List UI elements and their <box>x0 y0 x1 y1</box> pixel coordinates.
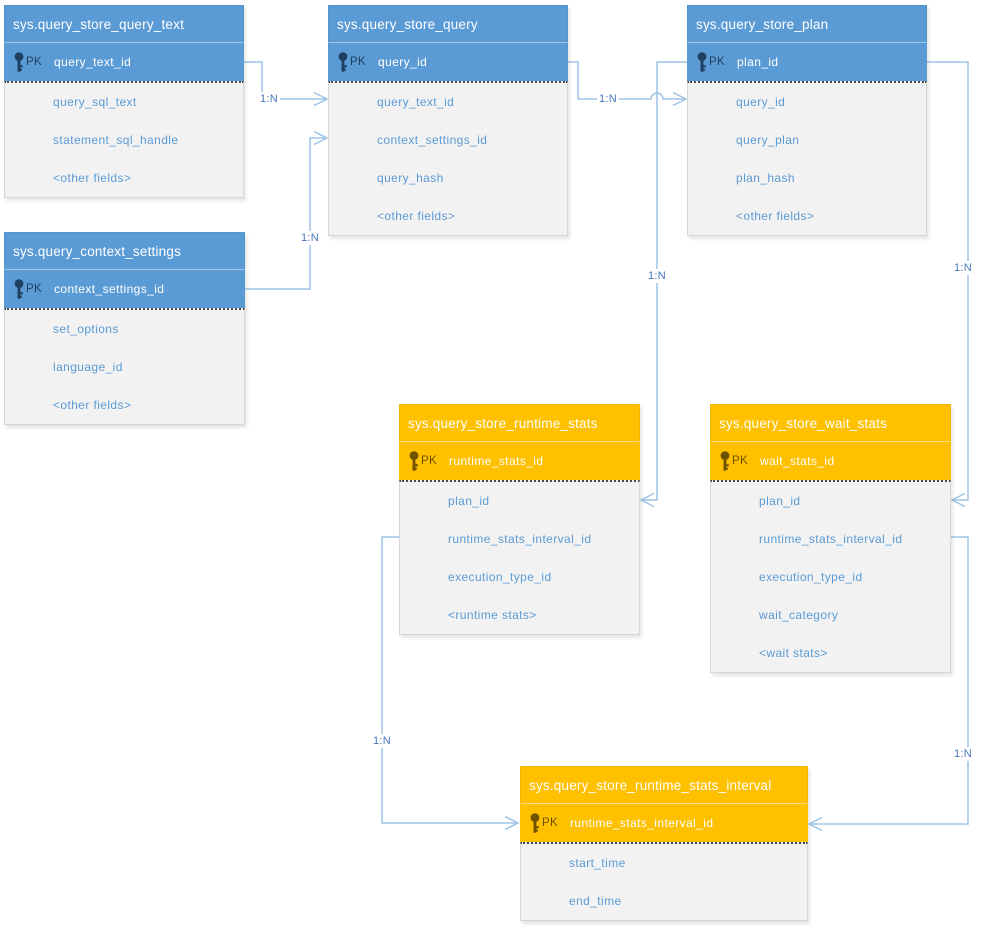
primary-key-row: PK context_settings_id <box>4 270 245 308</box>
pk-field-name: context_settings_id <box>54 282 165 296</box>
relation-plan-to-waitstats <box>927 61 969 508</box>
entity-field-list: plan_id runtime_stats_interval_id executio… <box>710 480 951 673</box>
entity-title: sys.query_store_runtime_stats_interval <box>520 766 808 804</box>
entity-field-list: query_sql_text statement_sql_handle <other… <box>4 81 244 198</box>
primary-key-icon <box>337 52 350 73</box>
pk-field-name: query_id <box>378 55 428 69</box>
relation-waitstats-to-interval <box>807 536 969 832</box>
entity-field-list: query_text_id context_settings_id query_ha… <box>328 81 568 236</box>
entity-title: sys.query_store_runtime_stats <box>399 404 640 442</box>
primary-key-row: PK query_text_id <box>4 43 244 81</box>
entity-title: sys.query_store_wait_stats <box>710 404 951 442</box>
field-row: plan_id <box>448 494 490 508</box>
field-row: end_time <box>569 894 622 908</box>
pk-field-name: runtime_stats_id <box>449 454 544 468</box>
relation-arrowhead-icon <box>313 91 329 107</box>
field-row: start_time <box>569 856 626 870</box>
primary-key-row: PK query_id <box>328 43 568 81</box>
relation-cardinality-label: 1:N <box>257 92 281 106</box>
field-row: query_sql_text <box>53 95 137 109</box>
pk-field-name: runtime_stats_interval_id <box>570 816 714 830</box>
relation-arrowhead-icon <box>950 492 966 508</box>
field-row: wait_category <box>759 608 839 622</box>
primary-key-row: PK wait_stats_id <box>710 442 951 480</box>
relation-plan-to-runtimestats <box>639 61 687 508</box>
field-row: <wait stats> <box>759 646 828 660</box>
field-row: plan_id <box>759 494 801 508</box>
entity-title: sys.query_store_query <box>328 5 568 43</box>
relation-cardinality-label: 1:N <box>951 747 975 761</box>
pk-tag-label: PK <box>421 455 437 467</box>
entity-field-list: start_time end_time <box>520 842 808 921</box>
field-row: language_id <box>53 360 123 374</box>
primary-key-row: PK runtime_stats_id <box>399 442 640 480</box>
primary-key-icon <box>13 52 26 73</box>
entity-title: sys.query_store_query_text <box>4 5 244 43</box>
relation-arrowhead-icon <box>807 816 823 832</box>
relation-cardinality-label: 1:N <box>298 231 322 245</box>
relation-arrowhead-icon <box>672 91 688 107</box>
relation-cardinality-label: 1:N <box>370 734 394 748</box>
relation-arrowhead-icon <box>639 492 655 508</box>
pk-field-name: query_text_id <box>54 55 132 69</box>
relation-cardinality-label: 1:N <box>951 261 975 275</box>
field-row: plan_hash <box>736 171 795 185</box>
field-row: context_settings_id <box>377 133 488 147</box>
relation-query-to-plan <box>568 61 688 107</box>
pk-field-name: plan_id <box>737 55 779 69</box>
entity-title: sys.query_context_settings <box>4 232 245 270</box>
pk-tag-label: PK <box>542 817 558 829</box>
primary-key-icon <box>719 451 732 472</box>
pk-tag-label: PK <box>26 283 42 295</box>
field-row: <other fields> <box>736 209 815 223</box>
relation-arrowhead-icon <box>313 130 329 146</box>
primary-key-row: PK plan_id <box>687 43 927 81</box>
field-row: statement_sql_handle <box>53 133 179 147</box>
pk-field-name: wait_stats_id <box>760 454 835 468</box>
entity-title: sys.query_store_plan <box>687 5 927 43</box>
field-row: query_hash <box>377 171 444 185</box>
field-row: <other fields> <box>53 398 132 412</box>
pk-tag-label: PK <box>26 56 42 68</box>
field-row: <other fields> <box>377 209 456 223</box>
primary-key-row: PK runtime_stats_interval_id <box>520 804 808 842</box>
pk-tag-label: PK <box>709 56 725 68</box>
pk-tag-label: PK <box>732 455 748 467</box>
field-row: <runtime stats> <box>448 608 537 622</box>
field-row: query_text_id <box>377 95 455 109</box>
entity-field-list: set_options language_id <other fields> <box>4 308 245 425</box>
relation-cardinality-label: 1:N <box>645 269 669 283</box>
primary-key-icon <box>408 451 421 472</box>
field-row: <other fields> <box>53 171 132 185</box>
field-row: set_options <box>53 322 119 336</box>
field-row: runtime_stats_interval_id <box>759 532 903 546</box>
relation-arrowhead-icon <box>504 815 520 831</box>
field-row: runtime_stats_interval_id <box>448 532 592 546</box>
field-row: query_id <box>736 95 786 109</box>
field-row: query_plan <box>736 133 800 147</box>
entity-field-list: plan_id runtime_stats_interval_id executio… <box>399 480 640 635</box>
field-row: execution_type_id <box>448 570 552 584</box>
primary-key-icon <box>696 52 709 73</box>
primary-key-icon <box>529 813 542 834</box>
pk-tag-label: PK <box>350 56 366 68</box>
entity-field-list: query_id query_plan plan_hash <other fields… <box>687 81 927 236</box>
relation-runtimestats-to-interval <box>381 536 520 831</box>
primary-key-icon <box>13 279 26 300</box>
relation-querytext-to-query <box>244 61 329 107</box>
field-row: execution_type_id <box>759 570 863 584</box>
relation-cardinality-label: 1:N <box>596 92 620 106</box>
relation-contextsettings-to-query <box>245 130 329 290</box>
